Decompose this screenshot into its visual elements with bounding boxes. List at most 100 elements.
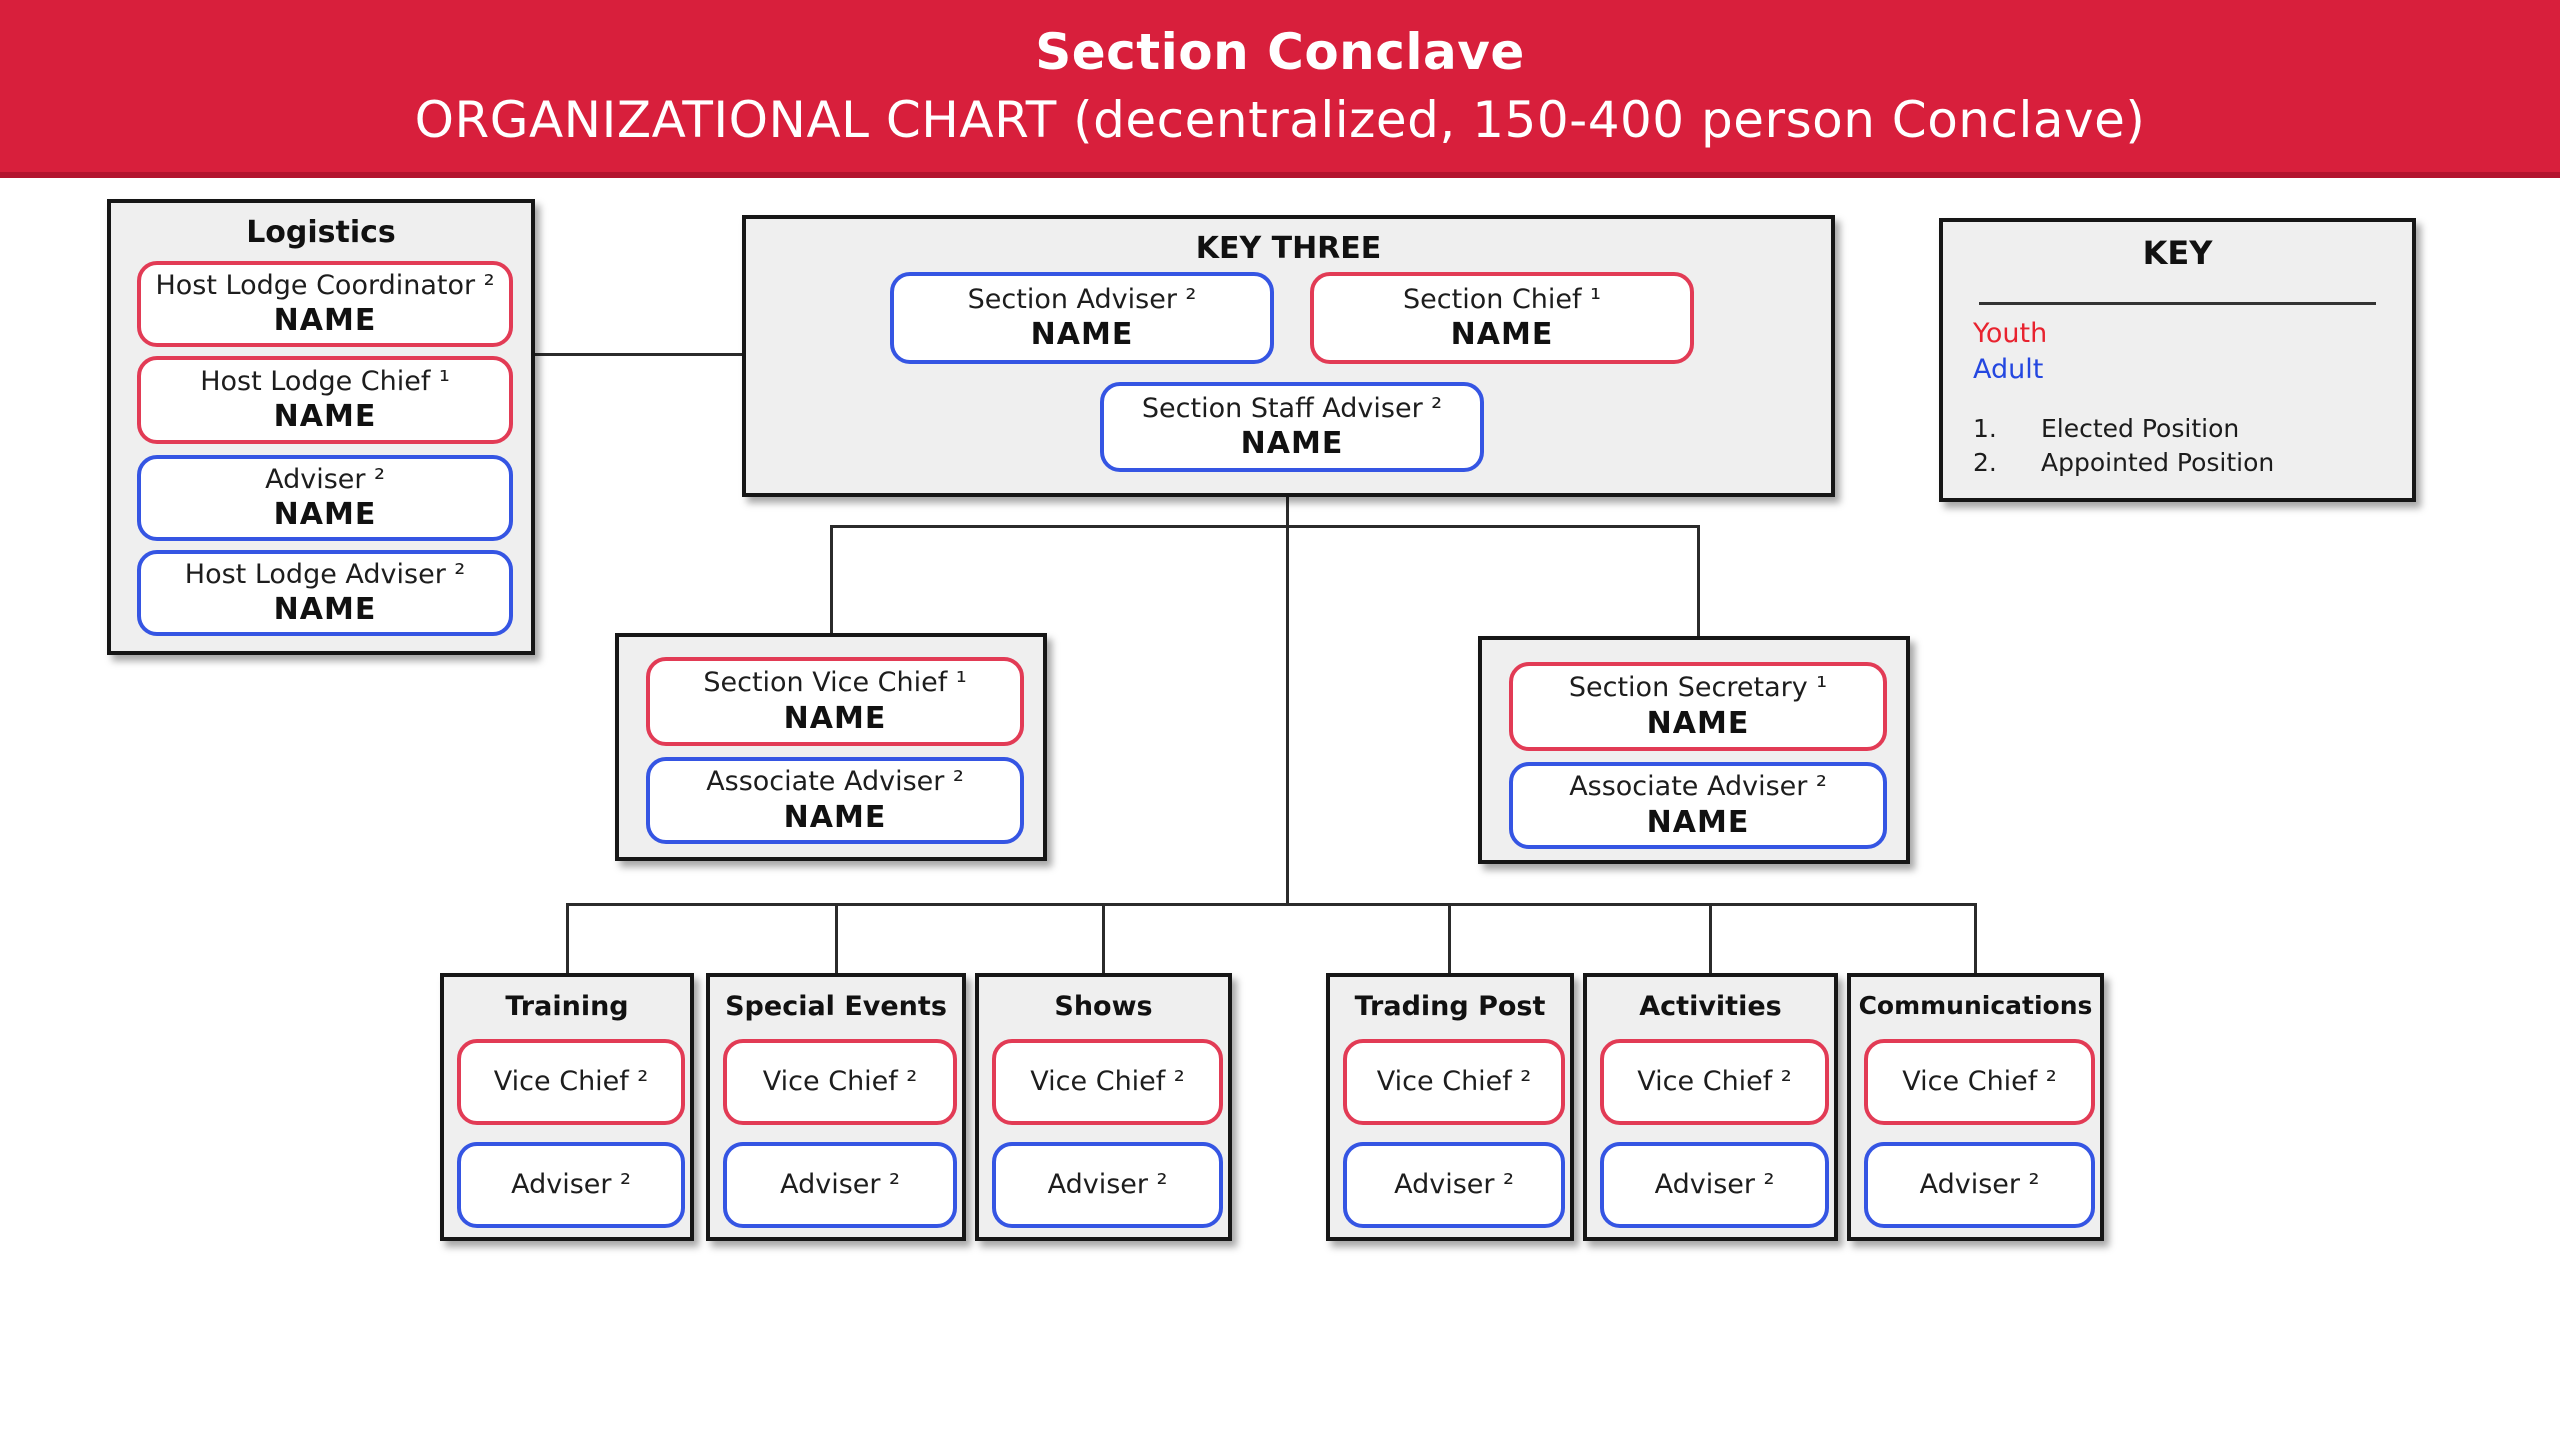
page-title: Section Conclave	[1035, 23, 1525, 81]
connector-line	[830, 525, 1700, 528]
position-name: NAME	[783, 799, 887, 835]
position-role: Vice Chief ²	[1030, 1066, 1185, 1098]
position-card: Vice Chief ²	[992, 1039, 1223, 1125]
committee-box-shows: Shows Vice Chief ² Adviser ²	[975, 973, 1232, 1241]
position-card: Section Vice Chief ¹ NAME	[646, 657, 1024, 746]
committee-box-training: Training Vice Chief ² Adviser ²	[440, 973, 694, 1241]
position-card: Adviser ²	[1600, 1142, 1829, 1228]
position-card: Vice Chief ²	[457, 1039, 685, 1125]
connector-line	[1448, 903, 1451, 975]
position-card: Host Lodge Adviser ² NAME	[137, 550, 513, 636]
position-card: Adviser ²	[457, 1142, 685, 1228]
position-name: NAME	[1240, 426, 1344, 462]
position-card: Vice Chief ²	[723, 1039, 957, 1125]
key-adult-label: Adult	[1973, 354, 2044, 385]
position-card: Host Lodge Coordinator ² NAME	[137, 261, 513, 347]
position-role: Adviser ²	[1047, 1169, 1168, 1201]
position-role: Host Lodge Coordinator ²	[155, 269, 495, 301]
position-role: Associate Adviser ²	[706, 766, 964, 798]
logistics-box: Logistics Host Lodge Coordinator ² NAME …	[107, 199, 535, 655]
secretary-branch-box: Section Secretary ¹ NAME Associate Advis…	[1478, 636, 1910, 864]
position-card: Section Staff Adviser ² NAME	[1100, 382, 1484, 472]
connector-line	[830, 525, 833, 635]
position-role: Adviser ²	[511, 1169, 631, 1201]
committee-title: Special Events	[725, 991, 947, 1022]
position-role: Vice Chief ²	[1637, 1066, 1792, 1098]
position-card: Associate Adviser ² NAME	[646, 757, 1024, 844]
position-role: Adviser ²	[1654, 1169, 1775, 1201]
key-item-label: Elected Position	[2041, 414, 2240, 443]
position-card: Adviser ²	[1343, 1142, 1565, 1228]
logistics-title: Logistics	[246, 215, 396, 250]
position-role: Section Staff Adviser ²	[1141, 392, 1443, 424]
committee-box-communications: Communications Vice Chief ² Adviser ²	[1847, 973, 2104, 1241]
key-item-elected: 1. Elected Position	[1973, 414, 2239, 443]
position-role: Adviser ²	[1394, 1169, 1514, 1201]
position-card: Vice Chief ²	[1600, 1039, 1829, 1125]
position-role: Host Lodge Chief ¹	[200, 365, 450, 397]
committee-title: Shows	[1054, 991, 1153, 1022]
connector-line	[1709, 903, 1712, 975]
position-card: Adviser ²	[723, 1142, 957, 1228]
position-card: Section Adviser ² NAME	[890, 272, 1274, 364]
position-card: Section Chief ¹ NAME	[1310, 272, 1694, 364]
position-role: Section Chief ¹	[1403, 283, 1601, 315]
position-card: Vice Chief ²	[1864, 1039, 2095, 1125]
key-legend-title: KEY	[2142, 234, 2213, 272]
position-card: Host Lodge Chief ¹ NAME	[137, 356, 513, 444]
position-card: Adviser ²	[992, 1142, 1223, 1228]
committee-box-special-events: Special Events Vice Chief ² Adviser ²	[706, 973, 966, 1241]
key-item-number: 2.	[1973, 448, 1997, 477]
key-item-label: Appointed Position	[2041, 448, 2275, 477]
header-banner: Section Conclave ORGANIZATIONAL CHART (d…	[0, 0, 2560, 178]
page-subtitle: ORGANIZATIONAL CHART (decentralized, 150…	[414, 91, 2146, 149]
key-divider	[1979, 302, 2376, 305]
position-name: NAME	[783, 700, 887, 736]
position-role: Adviser ²	[265, 463, 385, 495]
key-legend-box: KEY Youth Adult 1. Elected Position 2. App…	[1939, 218, 2416, 502]
connector-line	[1697, 525, 1700, 638]
position-name: NAME	[1646, 804, 1750, 840]
connector-line	[1286, 497, 1289, 906]
key-three-box: KEY THREE Section Adviser ² NAME Section…	[742, 215, 1835, 497]
key-item-appointed: 2. Appointed Position	[1973, 448, 2274, 477]
committee-box-trading-post: Trading Post Vice Chief ² Adviser ²	[1326, 973, 1574, 1241]
position-card: Associate Adviser ² NAME	[1509, 762, 1887, 849]
key-item-number: 1.	[1973, 414, 1997, 443]
connector-line	[1102, 903, 1105, 975]
position-role: Associate Adviser ²	[1569, 771, 1827, 803]
position-role: Vice Chief ²	[1376, 1066, 1532, 1098]
position-role: Vice Chief ²	[1902, 1066, 2057, 1098]
committee-box-activities: Activities Vice Chief ² Adviser ²	[1583, 973, 1838, 1241]
position-role: Section Secretary ¹	[1568, 672, 1828, 704]
position-name: NAME	[1450, 317, 1554, 353]
connector-line	[835, 903, 838, 975]
key-three-title: KEY THREE	[1195, 231, 1382, 266]
position-name: NAME	[273, 303, 377, 339]
connector-line	[535, 353, 742, 356]
connector-line	[566, 903, 569, 975]
position-name: NAME	[273, 399, 377, 435]
position-role: Adviser ²	[780, 1169, 900, 1201]
position-card: Adviser ² NAME	[137, 455, 513, 541]
committee-title: Training	[505, 991, 629, 1022]
vice-chief-branch-box: Section Vice Chief ¹ NAME Associate Advi…	[615, 633, 1047, 861]
committee-title: Communications	[1858, 991, 2093, 1020]
committee-title: Trading Post	[1354, 991, 1546, 1022]
position-role: Section Vice Chief ¹	[703, 667, 967, 699]
position-name: NAME	[273, 592, 377, 628]
committee-title: Activities	[1639, 991, 1782, 1022]
key-youth-label: Youth	[1973, 318, 2048, 349]
position-role: Section Adviser ²	[967, 283, 1197, 315]
position-name: NAME	[1030, 317, 1134, 353]
position-card: Adviser ²	[1864, 1142, 2095, 1228]
position-role: Vice Chief ²	[493, 1066, 649, 1098]
connector-line	[1974, 903, 1977, 975]
position-role: Host Lodge Adviser ²	[184, 558, 466, 590]
position-card: Section Secretary ¹ NAME	[1509, 662, 1887, 751]
position-card: Vice Chief ²	[1343, 1039, 1565, 1125]
position-name: NAME	[1646, 705, 1750, 741]
position-role: Adviser ²	[1919, 1169, 2040, 1201]
position-role: Vice Chief ²	[762, 1066, 918, 1098]
